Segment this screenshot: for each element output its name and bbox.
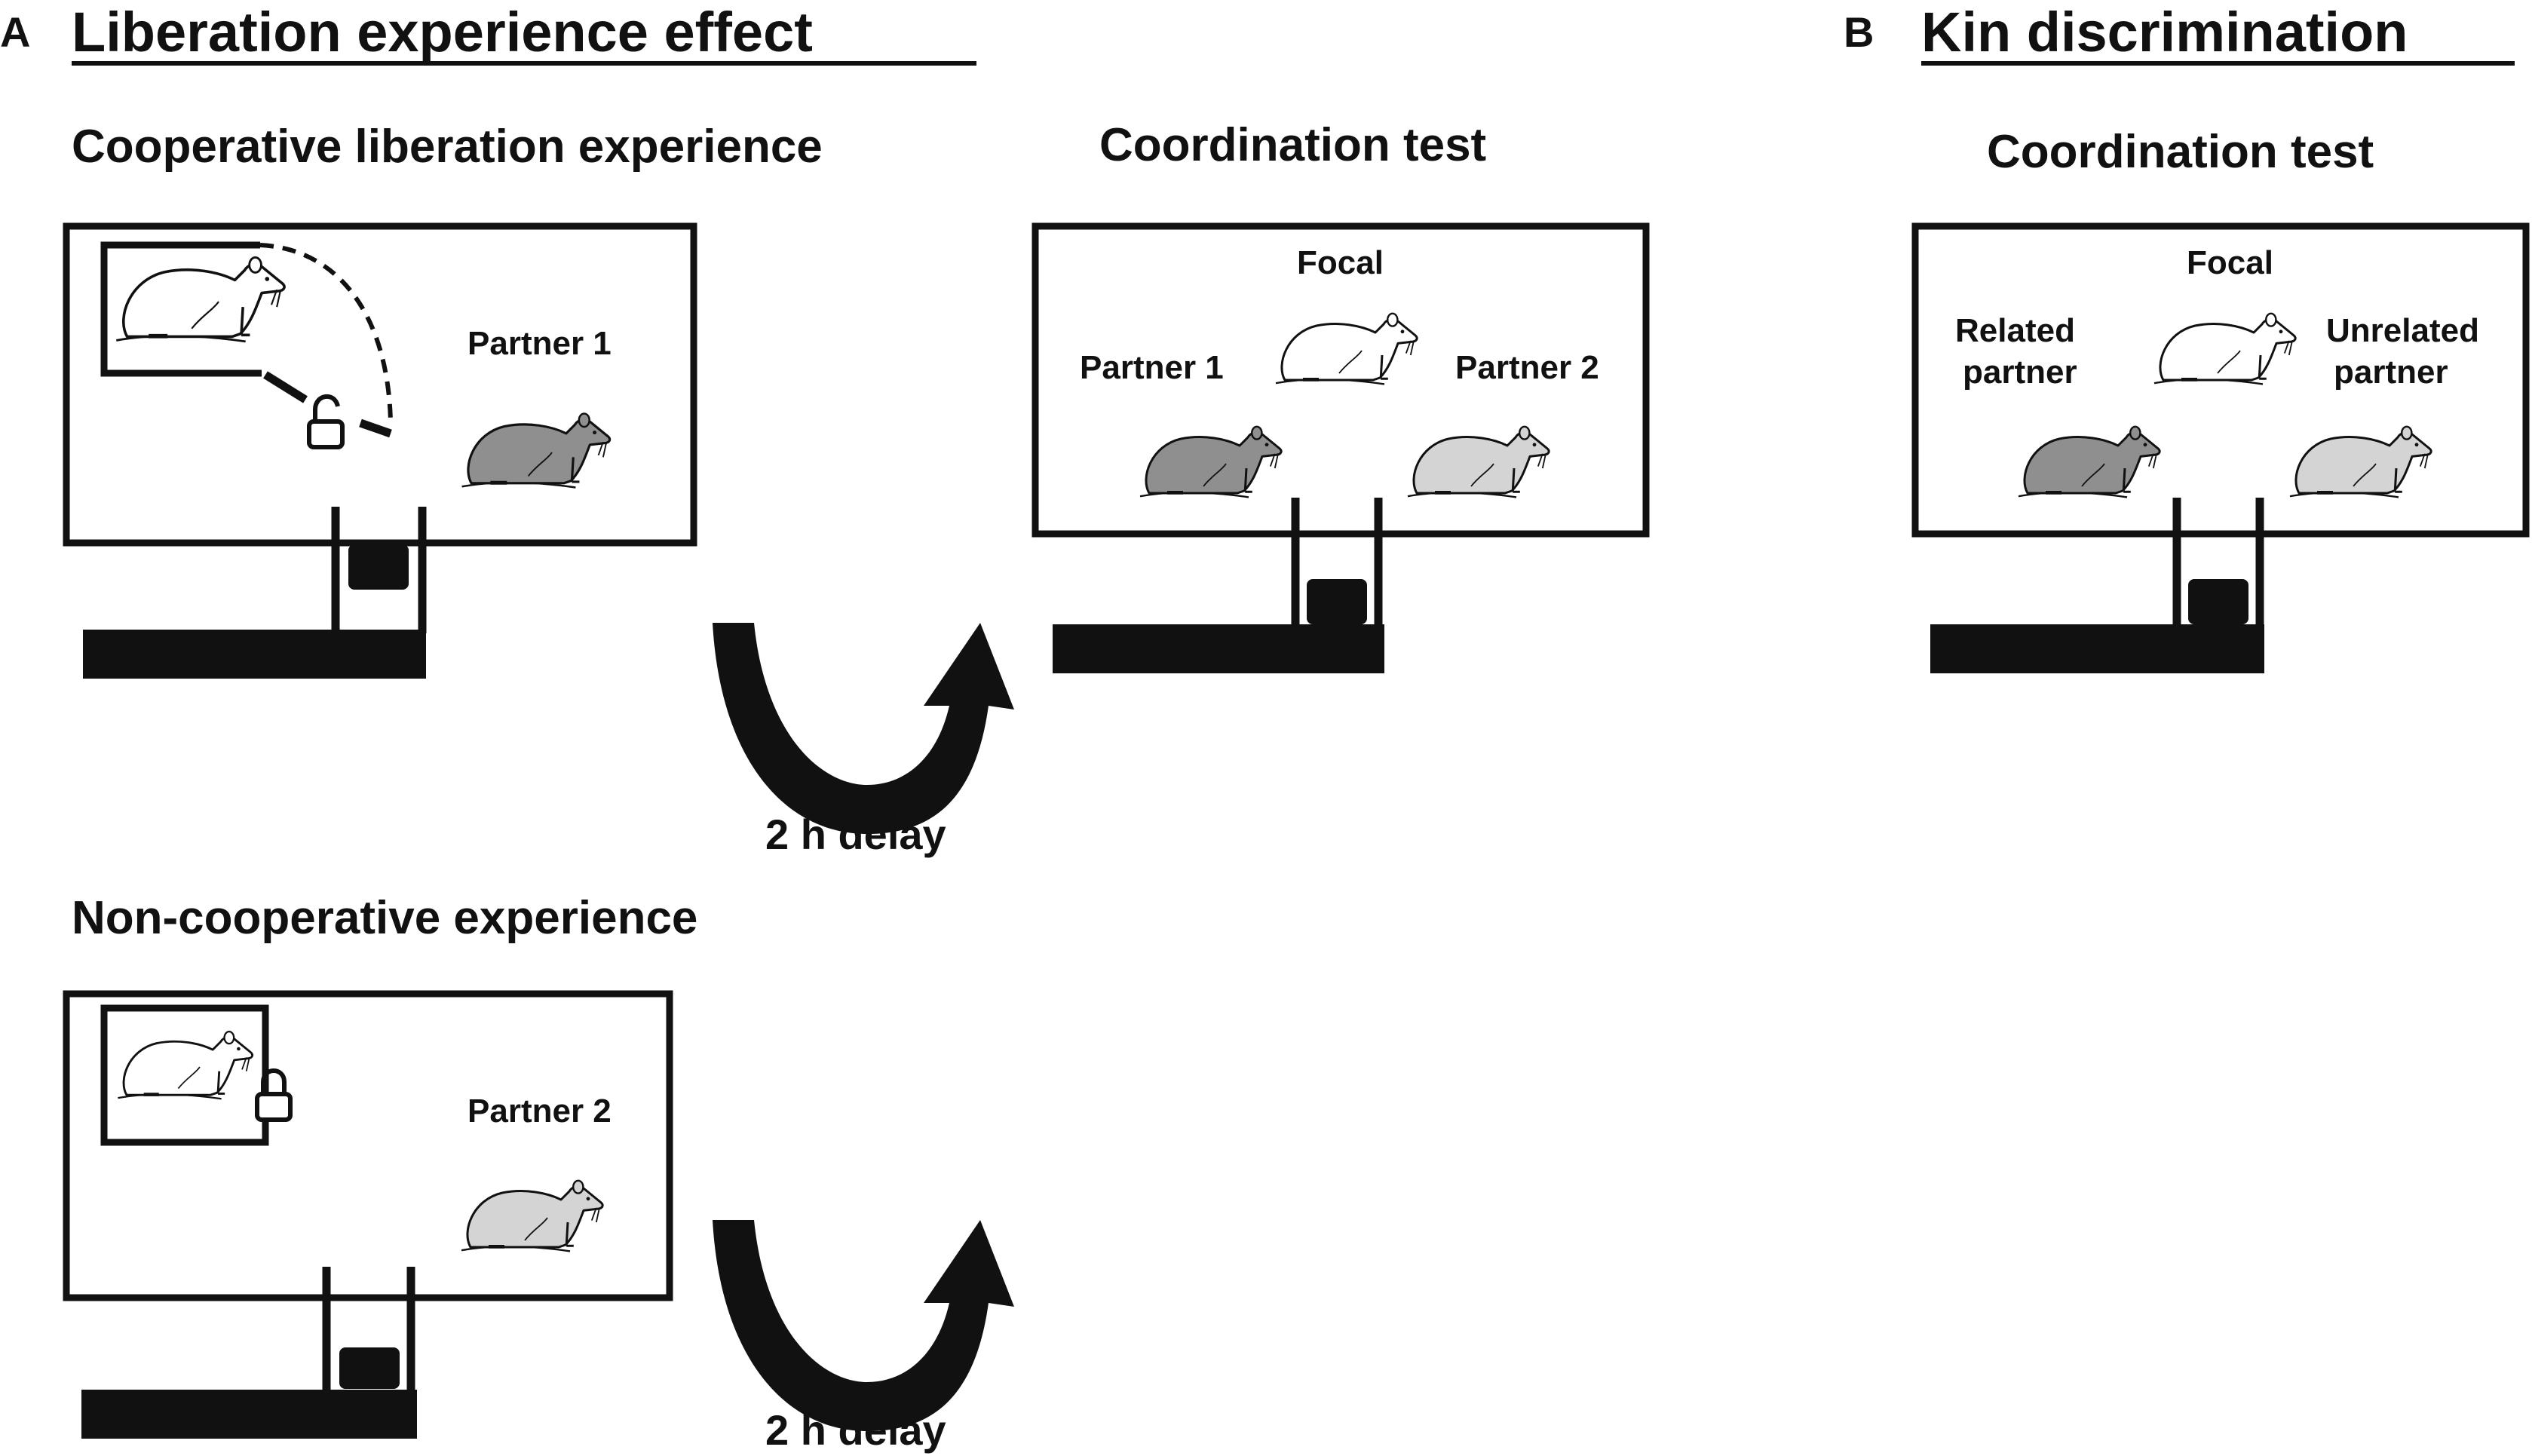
panel-b-letter: B bbox=[1844, 8, 1874, 56]
delay-label-top: 2 h delay bbox=[765, 811, 946, 858]
coordination-focal-label-a: Focal bbox=[1297, 244, 1384, 281]
rat-icon bbox=[1408, 427, 1549, 498]
rat-icon bbox=[2290, 427, 2431, 498]
coordination-apparatus-a bbox=[1031, 222, 1650, 673]
noncooperative-apparatus bbox=[63, 990, 673, 1439]
noncooperative-partner-label: Partner 2 bbox=[467, 1093, 612, 1130]
panel-b-title: Kin discrimination bbox=[1921, 1, 2408, 63]
related-partner-label-line1: Related bbox=[1955, 312, 2075, 349]
rat-icon bbox=[2019, 427, 2160, 498]
rat-icon bbox=[1140, 427, 1281, 498]
unlocked-padlock-icon bbox=[309, 397, 342, 447]
coordination-focal-label-b: Focal bbox=[2187, 244, 2273, 281]
cooperative-partner-label: Partner 1 bbox=[467, 325, 612, 362]
noncooperative-heading: Non-cooperative experience bbox=[72, 892, 697, 944]
locked-padlock-icon bbox=[257, 1071, 290, 1120]
rat-icon bbox=[1276, 314, 1417, 385]
rat-icon bbox=[462, 413, 610, 487]
panel-a-letter: A bbox=[0, 8, 30, 56]
rat-icon bbox=[116, 257, 284, 341]
curved-arrow-icon bbox=[713, 623, 1014, 834]
cooperative-apparatus bbox=[63, 222, 697, 679]
rat-icon bbox=[2154, 314, 2295, 385]
related-partner-label-line2: partner bbox=[1963, 354, 2077, 391]
coordination-left-label-a: Partner 1 bbox=[1080, 349, 1224, 386]
coordination-right-label-a: Partner 2 bbox=[1455, 349, 1599, 386]
cooperative-heading: Cooperative liberation experience bbox=[72, 121, 823, 173]
delay-label-bottom: 2 h delay bbox=[765, 1406, 946, 1454]
coordination-apparatus-b bbox=[1911, 222, 2530, 673]
rat-icon bbox=[118, 1031, 252, 1099]
coordination-heading-a: Coordination test bbox=[1099, 119, 1486, 171]
unrelated-partner-label-line2: partner bbox=[2334, 354, 2448, 391]
rat-icon bbox=[461, 1181, 602, 1252]
unrelated-partner-label-line1: Unrelated bbox=[2326, 312, 2479, 349]
panel-a-title: Liberation experience effect bbox=[72, 1, 813, 63]
coordination-heading-b: Coordination test bbox=[1987, 126, 2374, 178]
curved-arrow-icon bbox=[713, 1220, 1014, 1431]
